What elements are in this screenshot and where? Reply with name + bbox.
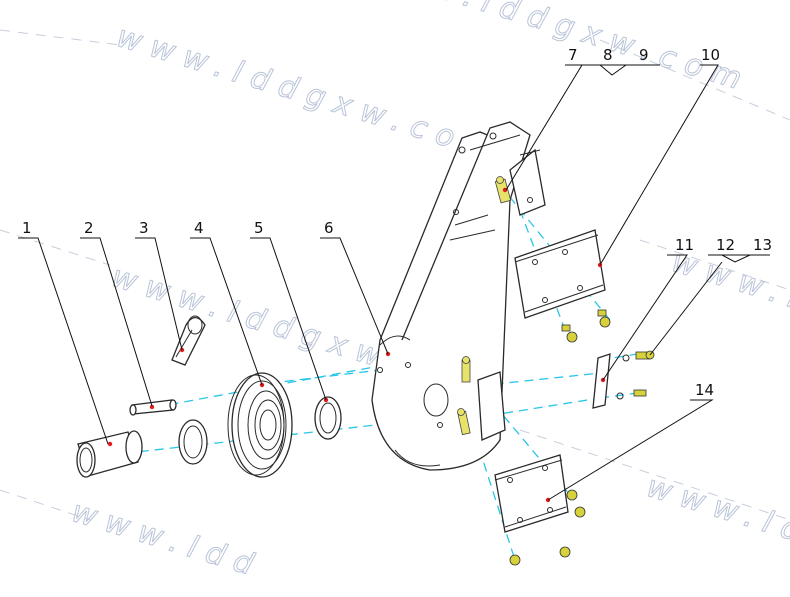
callout-4: 4 [194,219,204,237]
part-bushing-ring [178,419,208,465]
part-2-pin [129,399,177,416]
callout-7: 7 [568,46,578,64]
callout-3: 3 [139,219,149,237]
callout-8: 8 [603,46,613,64]
part-10-clamp-plate [514,229,611,343]
callout-13: 13 [753,236,772,254]
callout-1: 1 [22,219,32,237]
part-6-arm-frame [371,121,531,471]
part-1-sleeve [76,430,143,478]
watermark-text-top: www.lddgxw.com [113,19,506,170]
callouts: 1 2 3 4 5 6 7 8 9 10 11 12 13 14 [22,46,772,399]
callout-2: 2 [84,219,94,237]
callout-11: 11 [675,236,694,254]
callout-6: 6 [324,219,334,237]
callout-5: 5 [254,219,264,237]
watermark-text-bottomright: www.ldd [643,469,790,560]
part-4-pulley [227,372,293,478]
part-5-ring [314,396,342,440]
watermark-lines [0,29,790,521]
callout-12: 12 [716,236,735,254]
part-11-strap [592,353,611,409]
callout-14: 14 [695,381,714,399]
part-14-lower-clamp [494,454,586,566]
callout-9: 9 [639,46,649,64]
leader-lines [18,64,770,501]
part-mid-bracket [457,356,506,441]
part-12-13-bolts [616,350,655,400]
part-3-clip [171,315,206,366]
callout-10: 10 [701,46,720,64]
watermark-text-bottomleft: www.ldd [68,494,267,585]
